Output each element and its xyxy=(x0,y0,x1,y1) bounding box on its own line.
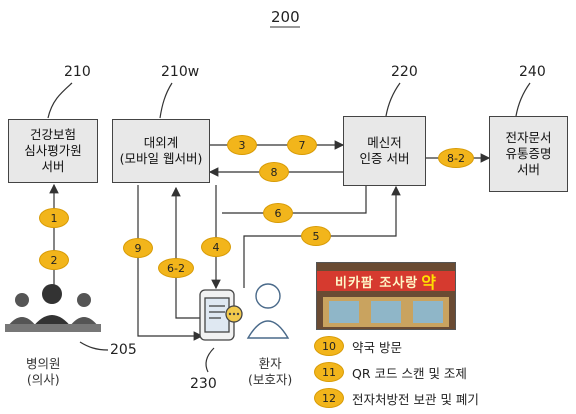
step-badge-11: 11 xyxy=(314,362,344,382)
ref-240: 240 xyxy=(519,64,546,80)
step-badge-9: 9 xyxy=(123,238,153,258)
step-badge-2: 2 xyxy=(39,250,69,270)
ref-210w: 210w xyxy=(161,64,200,80)
legend-step-12-text: 전자처방전 보관 및 폐기 xyxy=(352,391,479,407)
ref-230: 230 xyxy=(190,376,217,392)
figure-number: 200 xyxy=(271,8,300,26)
step-badge-5: 5 xyxy=(301,226,331,246)
edoc-server-box: 전자문서 유통증명 서버 xyxy=(489,116,568,192)
legend-step-12: 12 전자처방전 보관 및 폐기 xyxy=(314,388,479,408)
patient-caption: 환자 (보호자) xyxy=(248,356,293,387)
step-badge-12: 12 xyxy=(314,388,344,408)
ref-205: 205 xyxy=(110,342,137,358)
external-server-box: 대외계 (모바일 웹서버) xyxy=(112,119,210,183)
step-badge-7: 7 xyxy=(287,135,317,155)
doctors-icon xyxy=(5,284,101,332)
patient-icon xyxy=(246,283,290,339)
step-badge-3: 3 xyxy=(227,135,257,155)
step-badge-4: 4 xyxy=(201,237,231,257)
messenger-server-box: 메신저 인증 서버 xyxy=(343,116,426,186)
legend-step-11: 11 QR 코드 스캔 및 조제 xyxy=(314,362,467,382)
hospital-caption: 병의원 (의사) xyxy=(26,356,61,387)
smartphone-icon xyxy=(199,289,243,341)
step-badge-6-2: 6-2 xyxy=(158,258,194,278)
hira-server-box: 건강보험 심사평가원 서버 xyxy=(8,119,98,183)
step-badge-8: 8 xyxy=(259,162,289,182)
step-badge-8-2: 8-2 xyxy=(438,148,474,168)
ref-220: 220 xyxy=(391,64,418,80)
legend-step-10: 10 약국 방문 xyxy=(314,336,402,356)
legend-step-10-text: 약국 방문 xyxy=(352,339,402,355)
step-badge-6: 6 xyxy=(263,203,293,223)
ref-210: 210 xyxy=(64,64,91,80)
legend-step-11-text: QR 코드 스캔 및 조제 xyxy=(352,365,467,381)
step-badge-1: 1 xyxy=(39,208,69,228)
step-badge-10: 10 xyxy=(314,336,344,356)
